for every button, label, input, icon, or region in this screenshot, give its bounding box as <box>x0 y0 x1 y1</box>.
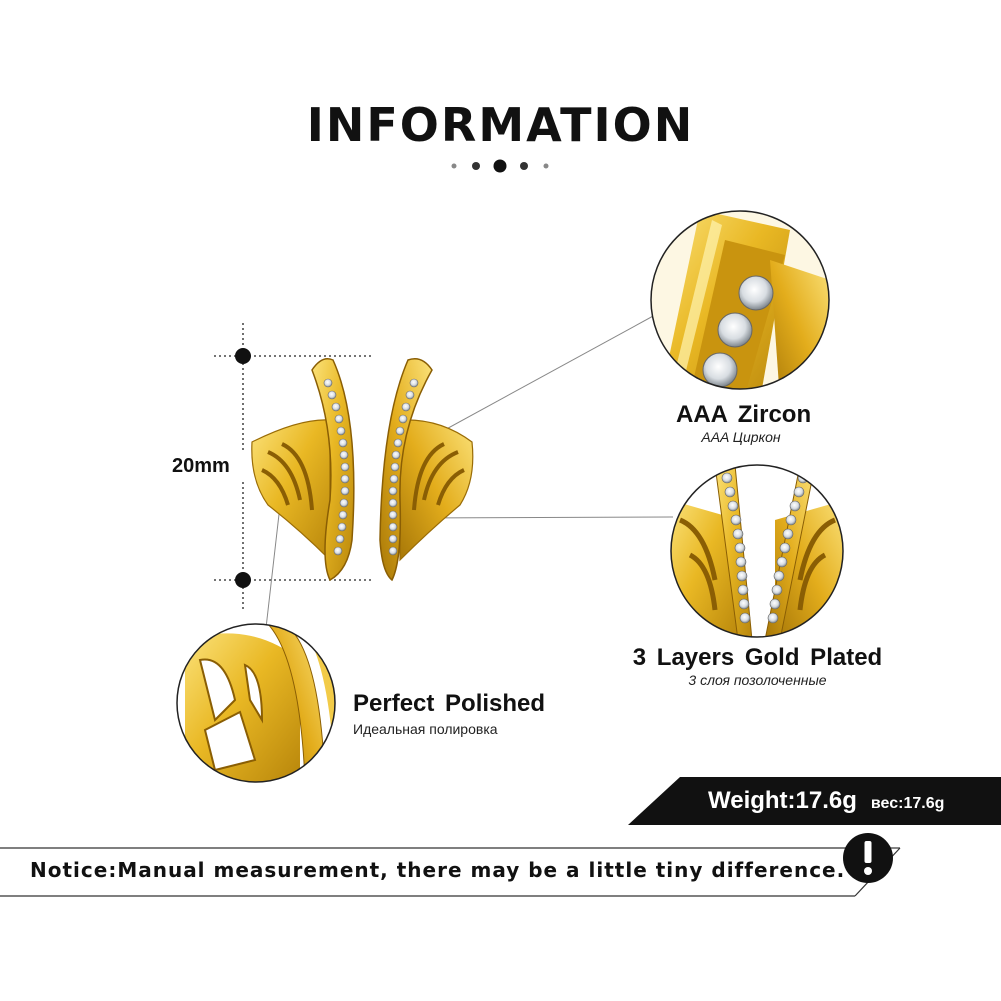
divider-dot <box>543 163 549 169</box>
divider-dot <box>472 162 480 170</box>
divider-dot <box>493 159 507 173</box>
divider-dot <box>520 162 528 170</box>
feature-polished: Perfect Polished Идеальная полировка <box>353 690 545 737</box>
weight-banner-bg <box>628 777 1001 825</box>
page-title: INFORMATION <box>306 98 695 152</box>
exclamation-icon <box>843 833 893 883</box>
dimension-guide <box>214 323 372 610</box>
weight-banner: Weight:17.6g вес:17.6g <box>628 777 1001 825</box>
feature-subtitle: Идеальная полировка <box>353 721 498 737</box>
polished-detail-image <box>176 623 336 783</box>
feature-title: Perfect Polished <box>353 690 546 717</box>
weight-value-ru: вес:17.6g <box>870 795 945 812</box>
weight-value: Weight:17.6g <box>708 787 857 814</box>
feature-title: AAA Zircon <box>676 401 812 428</box>
notice-text: Notice:Manual measurement, there may be … <box>30 858 846 882</box>
ring-image <box>251 358 474 582</box>
feature-title: 3 Layers Gold Plated <box>632 644 883 671</box>
feature-subtitle: 3 слоя позолоченные <box>688 672 827 688</box>
gold-plated-detail-image <box>670 464 844 638</box>
divider-dot <box>451 163 457 169</box>
dimension-label: 20mm <box>172 455 230 477</box>
feature-zircon: AAA Zircon AAA Циркон <box>676 401 812 445</box>
feature-gold-plated: 3 Layers Gold Plated 3 слоя позолоченные <box>630 644 885 688</box>
dimension-marker <box>235 572 251 588</box>
title-dots-divider <box>450 158 551 174</box>
dimension-marker <box>235 348 251 364</box>
zircon-detail-image <box>650 210 830 390</box>
feature-subtitle: AAA Циркон <box>701 429 781 445</box>
